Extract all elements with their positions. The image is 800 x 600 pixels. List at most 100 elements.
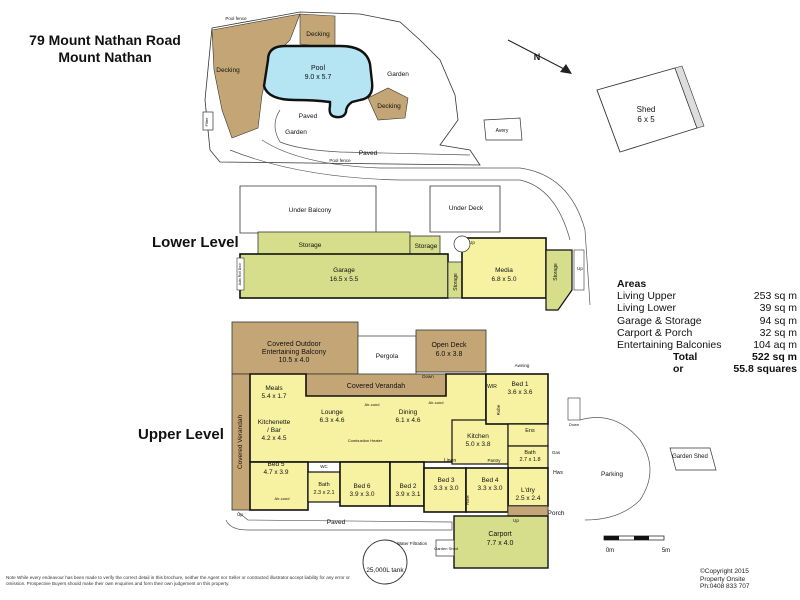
address-line-2: Mount Nathan <box>58 49 152 65</box>
covered-outdoor-balcony <box>231 321 359 375</box>
site-path <box>261 139 591 306</box>
bath-1 <box>307 471 341 503</box>
covered-outdoor-label: Covered Outdoor <box>267 341 321 348</box>
kitchen-dims: 5.0 x 3.8 <box>466 441 491 448</box>
storage-small-label: Storage <box>415 243 438 250</box>
covered-verandah-left-label: Covered Verandah <box>237 415 244 470</box>
wir-label: WIR <box>487 384 497 390</box>
bath-2-label: Bath <box>524 450 535 456</box>
lounge-label: Lounge <box>321 409 343 416</box>
air-cond-label-2: Air-cond <box>429 400 444 405</box>
disclaimer-note: Note While every endeavour has been made… <box>6 575 350 586</box>
shed-label: Shed <box>637 105 656 114</box>
shed-dims: 6 x 5 <box>637 115 655 124</box>
property-address: 79 Mount Nathan Road Mount Nathan <box>20 32 190 66</box>
upper-level-plan <box>225 321 717 585</box>
aviary <box>483 117 523 141</box>
bar-label: / Bar <box>267 427 282 434</box>
bed-4-dims: 3.3 x 3.0 <box>478 485 503 492</box>
ens-label: Ens <box>525 428 535 434</box>
bed-6-dims: 3.9 x 3.0 <box>350 491 375 498</box>
lower-up-label-2: Up <box>577 266 583 271</box>
paved-top-label: Paved <box>299 113 318 120</box>
decking-left <box>211 13 301 139</box>
garden-shed-label: Garden Shed <box>672 454 708 460</box>
kitchen-label: Kitchen <box>467 433 489 440</box>
media-room <box>461 237 547 299</box>
storage-side-label: Storage <box>453 273 459 291</box>
scale-zero-label: 0m <box>606 548 614 554</box>
covered-verandah-label: Covered Verandah <box>347 383 405 390</box>
dining-dims: 6.1 x 4.6 <box>396 417 421 424</box>
garden-lower-label: Garden <box>285 129 307 136</box>
garden-shed-small-label: Garden Shed <box>434 546 458 551</box>
lower-level-title: Lower Level <box>152 234 239 251</box>
steps-right <box>567 397 581 421</box>
decking-right <box>367 87 409 121</box>
meals-label: Meals <box>265 385 283 392</box>
pool-fence-label-2: Pool fence <box>329 158 351 163</box>
bed-3-label: Bed 3 <box>438 477 455 484</box>
gas-label: Gas <box>552 450 561 455</box>
carport-label: Carport <box>488 531 511 538</box>
living-area <box>249 373 487 463</box>
pergola <box>357 335 417 377</box>
decking-left-label: Decking <box>216 67 240 74</box>
garage-label: Garage <box>333 267 355 274</box>
kitchen <box>451 419 509 465</box>
bath-1-dims: 2.3 x 2.1 <box>313 490 334 496</box>
areas-title: Areas <box>617 278 647 290</box>
decking-top-label: Decking <box>306 31 330 38</box>
air-cond-label-3: Air-cond <box>275 496 290 501</box>
pergola-label: Pergola <box>376 353 399 360</box>
bed-5-dims: 4.7 x 3.9 <box>264 469 289 476</box>
auto-door-label: Auto Roll Door <box>238 262 242 286</box>
pool <box>262 44 374 119</box>
under-deck-outline <box>429 185 501 233</box>
bed-6 <box>339 461 391 507</box>
down-label: Down <box>422 374 434 379</box>
bed-6-label: Bed 6 <box>354 483 371 490</box>
up-label: Up <box>237 512 243 517</box>
parking-label: Parking <box>601 471 623 478</box>
bed-5 <box>249 461 309 511</box>
media-label: Media <box>495 267 513 274</box>
paved-bottom-label: Paved <box>359 150 378 157</box>
kitchenette-label: Kitchenette <box>258 419 291 426</box>
storage-right-label: Storage <box>553 263 559 281</box>
bath-2-dims: 2.7 x 1.8 <box>519 457 540 463</box>
garage <box>239 253 449 299</box>
ldry-label: L'dry <box>521 487 536 494</box>
pool-dims: 9.0 x 5.7 <box>305 74 332 81</box>
balcony-dims: 10.5 x 4.0 <box>279 357 310 364</box>
bed-5-label: Bed 5 <box>268 461 285 468</box>
bed-1-dims: 3.6 x 3.6 <box>508 389 533 396</box>
meals-dims: 5.4 x 1.7 <box>262 393 287 400</box>
bed-2 <box>389 461 425 507</box>
bed-4-label: Bed 4 <box>482 477 499 484</box>
kitchenette-dims: 4.2 x 4.5 <box>262 435 287 442</box>
bath-1-label: Bath <box>318 482 329 488</box>
shed-awning <box>674 65 705 129</box>
air-cond-label: Air-cond <box>365 402 380 407</box>
bed-3-dims: 3.3 x 3.0 <box>434 485 459 492</box>
garden-shed-small <box>435 539 455 557</box>
robe-bottom-label: Robe <box>465 494 470 504</box>
laundry <box>507 467 549 507</box>
water-filtration-label: Water Filtration <box>397 541 428 546</box>
tank-label: 25,000L tank <box>366 567 404 574</box>
north-arrow-icon <box>507 39 572 74</box>
stair-right <box>573 249 585 291</box>
awning-label: Awning <box>515 363 530 368</box>
pantry-label: Pantry <box>487 458 501 463</box>
lounge-dims: 6.3 x 4.6 <box>320 417 345 424</box>
filter-box <box>202 111 214 131</box>
